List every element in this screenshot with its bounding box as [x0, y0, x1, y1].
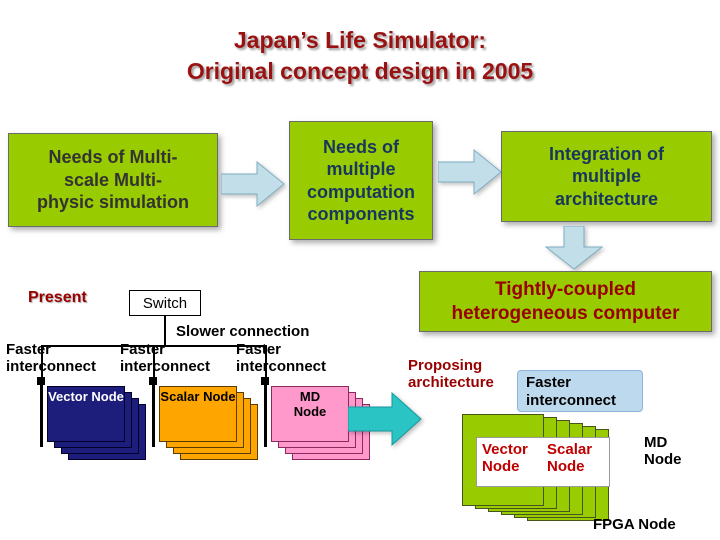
connector-bus [41, 345, 267, 347]
scalar-node-label: Scalar Node [547, 441, 593, 476]
switch-box: Switch [129, 290, 201, 316]
slower-connection-label: Slower connection [176, 323, 310, 340]
md-node-stack: MD Node [271, 386, 371, 462]
connector-switch-drop [164, 316, 166, 345]
faster-interconnect-label-2: Faster interconnect [120, 341, 211, 375]
connector-drop-1 [41, 347, 43, 377]
vector-node-label: Vector Node [482, 441, 528, 476]
vector-node-card-front: Vector Node [47, 386, 125, 442]
needs-multiscale-box: Needs of Multi- scale Multi- physic simu… [8, 133, 218, 227]
md-node-stack-label: MD Node [293, 389, 327, 419]
md-node-card-front: MD Node [271, 386, 349, 442]
vector-node-stack: Vector Node [47, 386, 147, 462]
faster-interconnect-label-3: Faster interconnect [236, 341, 327, 375]
vector-node-stack-label: Vector Node [48, 389, 124, 404]
flow-arrow-down-icon [545, 226, 603, 270]
scalar-node-stack-label: Scalar Node [160, 389, 236, 404]
present-label: Present [28, 289, 87, 306]
flow-arrow-1-icon [221, 161, 285, 207]
fpga-node-label: FPGA Node [593, 516, 676, 533]
node-bus-line-1 [40, 385, 43, 447]
node-bus-line-3 [264, 385, 267, 447]
faster-interconnect-box: Faster interconnect [517, 370, 643, 412]
node-bus-square-1 [37, 377, 45, 385]
scalar-node-stack: Scalar Node [159, 386, 259, 462]
node-bus-line-2 [152, 385, 155, 447]
scalar-node-card-front: Scalar Node [159, 386, 237, 442]
proposal-arrow-icon [348, 391, 422, 447]
integration-box: Integration of multiple architecture [501, 131, 712, 222]
node-bus-square-3 [261, 377, 269, 385]
md-node-label: MD Node [644, 434, 682, 469]
proposing-architecture-label: Proposing architecture [408, 357, 494, 391]
tightly-coupled-box: Tightly-coupled heterogeneous computer [419, 271, 712, 332]
faster-interconnect-label-1: Faster interconnect [6, 341, 97, 375]
slide-title-line2: Original concept design in 2005 [186, 58, 534, 84]
slide-title-line1: Japan’s Life Simulator: [233, 27, 487, 53]
proposed-node-label-box: Vector Node Scalar Node [476, 437, 610, 487]
node-bus-square-2 [149, 377, 157, 385]
connector-drop-2 [153, 347, 155, 377]
connector-drop-3 [265, 347, 267, 377]
needs-multiple-box: Needs of multiple computation components [289, 121, 433, 240]
flow-arrow-2-icon [438, 149, 502, 195]
